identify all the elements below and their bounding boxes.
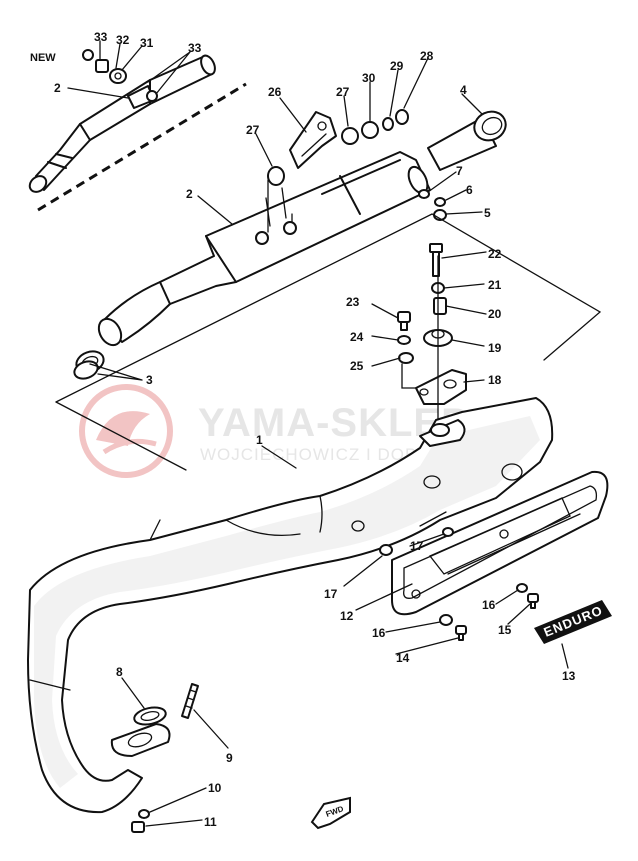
callout-28: 28 <box>420 49 434 63</box>
callout-22: 22 <box>488 247 502 261</box>
washer-17-upper <box>442 527 454 537</box>
washer-25 <box>398 352 414 364</box>
callout-23: 23 <box>346 295 360 309</box>
collar-30 <box>361 121 379 139</box>
exploded-view-lines <box>55 179 602 471</box>
grommet-27-left <box>267 166 285 186</box>
callout-9: 9 <box>226 751 233 765</box>
callout-7: 7 <box>456 164 463 178</box>
callout-30: 30 <box>362 71 376 85</box>
callout-12: 12 <box>340 609 354 623</box>
fwd-indicator: FWD <box>310 796 351 830</box>
callout-16-right: 16 <box>482 598 496 612</box>
callout-20: 20 <box>488 307 502 321</box>
callout-17-lower: 17 <box>324 587 338 601</box>
emblem-13-enduro: ENDURO <box>534 600 612 644</box>
collar-16-right <box>516 583 528 593</box>
callout-8: 8 <box>116 665 123 679</box>
callout-18: 18 <box>488 373 502 387</box>
callout-6: 6 <box>466 183 473 197</box>
collar-16-left <box>439 614 453 626</box>
washer-10 <box>138 809 150 819</box>
callout-14: 14 <box>396 651 410 665</box>
callout-1: 1 <box>256 433 263 447</box>
bolt-22 <box>429 243 443 277</box>
callout-27-right: 27 <box>336 85 350 99</box>
callout-31: 31 <box>140 36 154 50</box>
protector-12 <box>391 470 609 616</box>
callout-2-main: 2 <box>186 187 193 201</box>
callout-19: 19 <box>488 341 502 355</box>
bracket-18 <box>415 369 467 405</box>
callout-5: 5 <box>484 206 491 220</box>
nut-33-top <box>82 49 94 61</box>
callout-26: 26 <box>268 85 282 99</box>
new-tag: NEW <box>30 52 56 64</box>
grommet-27-right <box>341 127 359 145</box>
callout-15: 15 <box>498 623 512 637</box>
screw-15 <box>527 593 539 609</box>
callout-3: 3 <box>146 373 153 387</box>
callout-33-side: 33 <box>188 41 202 55</box>
muffler-main <box>97 151 431 347</box>
bolt-23 <box>397 311 411 331</box>
nut-11 <box>131 821 145 833</box>
callout-27-left: 27 <box>246 123 260 137</box>
callout-21: 21 <box>488 278 502 292</box>
watermark-logo <box>79 384 173 478</box>
callout-16-left: 16 <box>372 626 386 640</box>
collar-20 <box>433 297 447 315</box>
leader-lines <box>67 40 569 827</box>
screw-14 <box>455 625 467 641</box>
nut-28 <box>395 109 409 125</box>
washer-6 <box>434 197 446 207</box>
nut-33-side <box>146 90 158 102</box>
callout-2-top: 2 <box>54 81 61 95</box>
flange-8 <box>133 706 167 726</box>
callout-10: 10 <box>208 781 222 795</box>
grommet-31 <box>109 68 127 84</box>
dashed-separator-line <box>37 82 247 212</box>
callout-13: 13 <box>562 669 576 683</box>
gasket-3 <box>73 350 105 380</box>
callout-33-top: 33 <box>94 30 108 44</box>
spring-7 <box>418 189 430 199</box>
callout-32: 32 <box>116 33 130 47</box>
callout-numbers: NEW 33 32 31 33 2 26 27 30 29 28 4 27 2 … <box>30 30 576 829</box>
exhaust-flange-port <box>110 723 171 757</box>
callout-29: 29 <box>390 59 404 73</box>
muffler-bracket-26 <box>289 111 337 169</box>
callout-24: 24 <box>350 330 364 344</box>
callout-11: 11 <box>204 815 217 829</box>
washer-17-lower <box>379 544 393 556</box>
collar-32 <box>95 59 109 73</box>
tail-pipe-4 <box>427 110 507 171</box>
callout-4: 4 <box>460 83 467 97</box>
exhaust-pipe-1 <box>27 397 554 814</box>
callout-25: 25 <box>350 359 364 373</box>
stud-9 <box>181 683 199 719</box>
callout-17-upper: 17 <box>410 539 424 553</box>
bracket-guide-line <box>401 363 417 389</box>
washer-29 <box>382 117 394 131</box>
washer-24 <box>397 335 411 345</box>
